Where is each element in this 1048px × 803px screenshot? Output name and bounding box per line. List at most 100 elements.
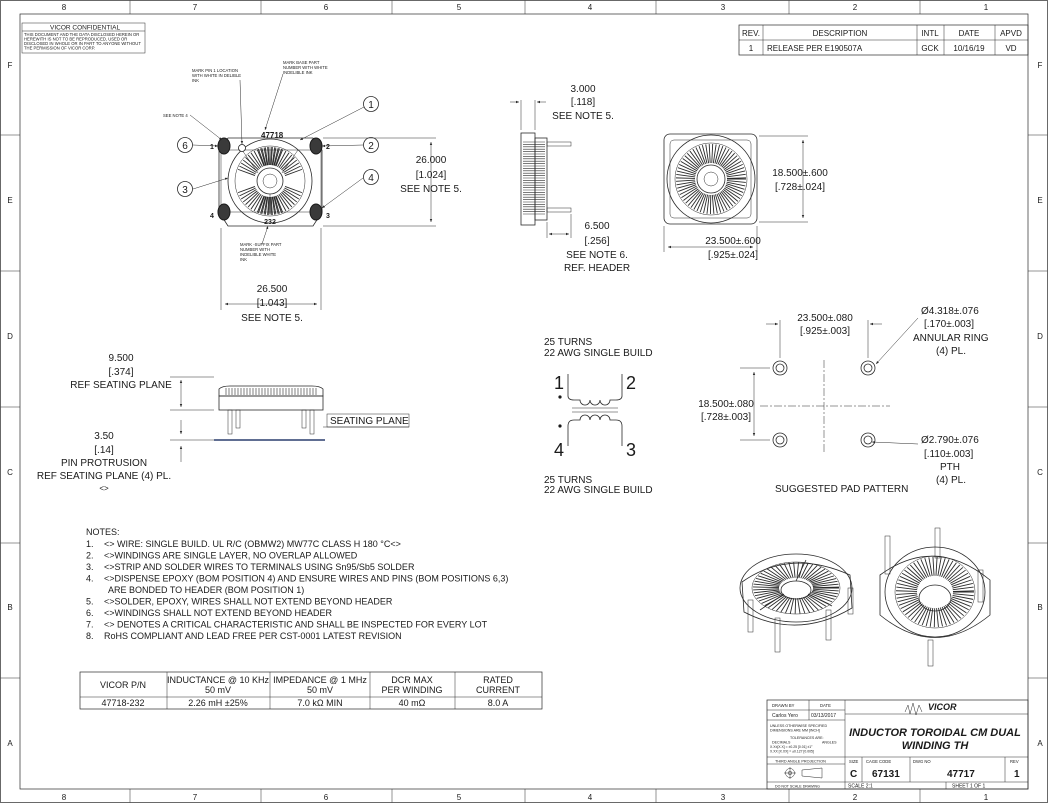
side-dim-top-note: SEE NOTE 5.: [552, 111, 614, 122]
col-label-top: 3: [721, 3, 726, 12]
pad-pth-label: PTH: [940, 462, 960, 473]
col-label-top: 5: [457, 3, 462, 12]
part-header: PER WINDING: [381, 685, 442, 695]
seat-dim-inch: [.374]: [108, 367, 133, 378]
dim-height-inch: [1.024]: [416, 170, 447, 181]
pin-label: 1: [210, 144, 214, 151]
dim-height-value: 26.000: [416, 155, 447, 166]
note-suffix-line: MARK -SUFFIX PART: [240, 242, 282, 247]
pin-dim-note: PIN PROTRUSION: [61, 458, 147, 469]
size-value: C: [850, 769, 857, 780]
rev-header: APVD: [1000, 29, 1022, 38]
pin-label: 2: [326, 144, 330, 151]
col-label-top: 2: [853, 3, 858, 12]
title-block: DRAWN BY DATE Carlos Yero 03/13/2017 UNL…: [766, 699, 1029, 790]
drawing-title: INDUCTOR TOROIDAL CM DUAL: [849, 727, 1021, 739]
third-angle-projection-icon: [784, 767, 823, 779]
balloon: 4: [368, 173, 374, 184]
note-text: <> DENOTES A CRITICAL CHARACTERISTIC AND…: [104, 620, 488, 630]
note-number: 8.: [86, 631, 94, 641]
drawn-date: 03/13/2017: [811, 713, 836, 719]
note-number: 5.: [86, 597, 94, 607]
winding-coils: [237, 147, 303, 215]
pad: [772, 432, 788, 448]
schematic-pin-3: 3: [626, 440, 636, 460]
balloon: 2: [368, 141, 374, 152]
dim-width-note: SEE NOTE 5.: [241, 313, 303, 324]
projection-label: THIRD ANGLE PROJECTION: [775, 760, 826, 764]
row-label-right: B: [1037, 603, 1042, 612]
pad-dim-y-value: 18.500±.080: [698, 399, 754, 410]
note-suffix-line: INDELIBLE WHITE: [240, 252, 276, 257]
pad-dim-x-value: 23.500±.080: [797, 313, 853, 324]
sheet-label: SHEET 1 OF 1: [952, 784, 985, 790]
dims-note: DIMENSIONS ARE MM [INCH]: [770, 729, 820, 733]
part-header: IMPEDANCE @ 1 MHz: [273, 675, 367, 685]
note-text: <> WIRE: SINGLE BUILD. UL R/C (OBMW2) MW…: [104, 539, 401, 549]
side-dim-bottom-value: 6.500: [584, 221, 609, 232]
row-label-left: B: [7, 603, 12, 612]
top-view: 47718 232 1 2 3 4 1 2 4 6 3 SEE NOTE 4 M…: [163, 60, 462, 324]
part-header: VICOR P/N: [100, 680, 146, 690]
schematic-top-label: 22 AWG SINGLE BUILD: [544, 348, 653, 359]
isometric-views: [739, 527, 991, 667]
side-dim-bottom-inch: [.256]: [584, 236, 609, 247]
col-label-bottom: 1: [984, 793, 989, 802]
dwg-label: DWG NO: [913, 759, 931, 764]
pad-dim-x-inch: [.925±.003]: [800, 326, 850, 337]
part-cell: 8.0 A: [488, 698, 509, 708]
pad-annular-label: ANNULAR RING: [913, 333, 989, 344]
side-view: 3.000 [.118] SEE NOTE 5. 6.500 [.256] SE…: [510, 84, 630, 274]
front-dim-height-value: 18.500±.600: [772, 168, 828, 179]
pin-dim-critical: <>: [99, 484, 109, 493]
part-header: 50 mV: [205, 685, 231, 695]
scale-label: SCALE 2:1: [848, 784, 873, 790]
schematic: 25 TURNS 22 AWG SINGLE BUILD 1 2 4 3 25 …: [544, 337, 653, 496]
pad: [772, 360, 788, 376]
row-label-left: C: [7, 468, 13, 477]
pad-pth-qty: (4) PL.: [936, 475, 966, 486]
pad-pth-inch: [.110±.003]: [924, 449, 973, 460]
col-label-top: 6: [324, 3, 329, 12]
schematic-bottom-label: 22 AWG SINGLE BUILD: [544, 485, 653, 496]
schematic-pin-4: 4: [554, 440, 564, 460]
col-label-top: 7: [193, 3, 198, 12]
pin-body: [309, 203, 323, 221]
col-label-bottom: 3: [721, 793, 726, 802]
vicor-logo-icon: [904, 702, 923, 716]
rev-cell: 10/16/19: [953, 44, 985, 53]
col-label-bottom: 4: [588, 793, 593, 802]
rev-cell: RELEASE PER E190507A: [767, 44, 863, 53]
side-dim-top-value: 3.000: [570, 84, 595, 95]
row-label-left: E: [7, 196, 12, 205]
tol-decimals: DECIMALS: [772, 741, 791, 745]
rev-cell: VD: [1005, 44, 1016, 53]
row-label-right: E: [1037, 196, 1042, 205]
pad-dim-y-inch: [.728±.003]: [701, 412, 751, 423]
pin-dim-ref: REF SEATING PLANE (4) PL.: [37, 471, 171, 482]
tol-line: X.XX [X.XX] = ±0.127 [0.005]: [770, 750, 814, 754]
part-table: VICOR P/N INDUCTANCE @ 10 KHz 50 mV IMPE…: [79, 671, 543, 710]
note-number: 1.: [86, 539, 94, 549]
rev-header: INTL: [921, 29, 939, 38]
notes-title: NOTES:: [86, 527, 120, 537]
confidential-box: VICOR CONFIDENTIAL THIS DOCUMENT AND THE…: [21, 22, 146, 54]
part-header: INDUCTANCE @ 10 KHz: [167, 675, 269, 685]
part-cell: 7.0 kΩ MIN: [297, 698, 342, 708]
rev-cell: GCK: [921, 44, 939, 53]
front-view: 18.500±.600 [.728±.024] 23.500±.600 [.92…: [663, 133, 828, 261]
seating-plane-label: SEATING PLANE: [330, 416, 409, 427]
dim-height-note: SEE NOTE 5.: [400, 184, 462, 195]
side-dim-bottom-ref: REF. HEADER: [564, 263, 630, 274]
cage-value: 67131: [872, 769, 900, 780]
pin-label: 4: [210, 213, 214, 220]
pad: [860, 360, 876, 376]
col-label-top: 1: [984, 3, 989, 12]
notes: NOTES: 1. <> WIRE: SINGLE BUILD. UL R/C (…: [86, 527, 508, 641]
front-dim-width-value: 23.500±.600: [705, 236, 761, 247]
col-label-bottom: 7: [193, 793, 198, 802]
drawing-title: WINDING TH: [902, 740, 970, 752]
confidential-text-line: HEREWITH IS NOT TO BE REPRODUCED, USED O…: [24, 37, 127, 42]
part-header: DCR MAX: [391, 675, 433, 685]
